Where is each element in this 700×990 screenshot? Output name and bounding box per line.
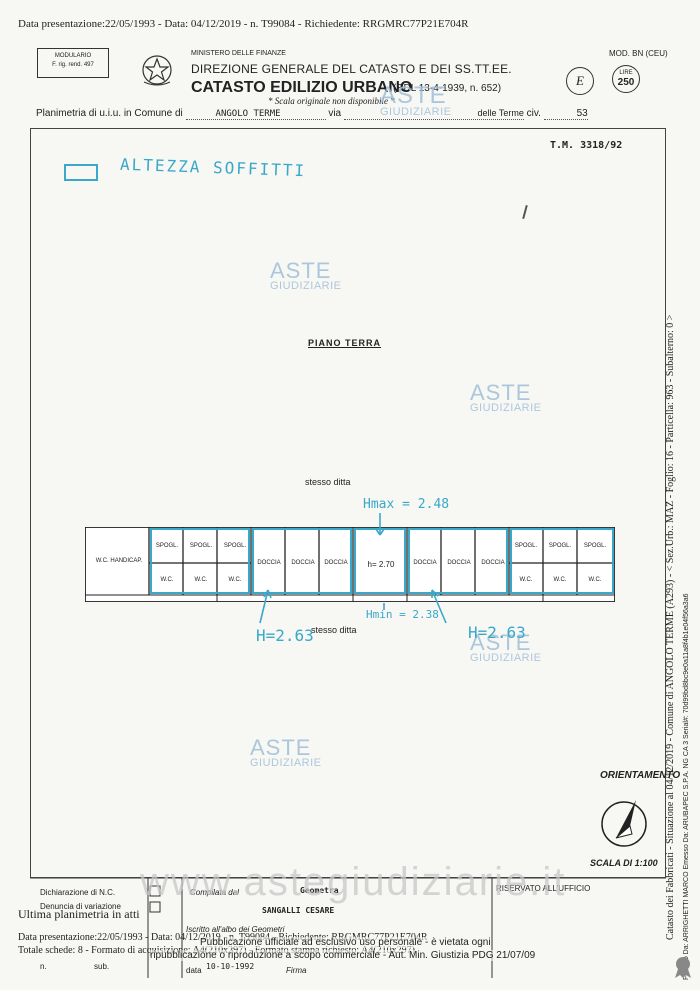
north-arrow-icon [601,800,647,847]
room-center-height: h= 2.70 [367,560,395,569]
dichiarazione-label: Dichiarazione di N.C. [40,888,116,897]
legend-swatch [64,164,98,181]
riservato-label: RISERVATO ALL'UFFICIO [496,884,591,893]
catasto-title: CATASTO EDILIZIO URBANO [191,79,413,96]
presentation-line: Data presentazione:22/05/1993 - Data: 04… [18,18,469,30]
room-wc: W.C. [588,577,602,583]
geometra-label: Geometra [300,886,339,895]
civ-label: civ. [526,108,541,119]
firma-label: Firma [286,966,307,975]
modulario-title: MODULARIO [54,53,92,59]
room-wc: W.C. [553,577,567,583]
ultima-planimetria: Ultima planimetria in atti [18,907,140,921]
room-spogl: SPOGL. [514,543,538,549]
civ-value: 53 [576,108,588,119]
floor-plan [85,527,615,602]
scala-label: SCALA DI 1:100 [590,858,658,868]
compilata-label: Compilata dal [190,888,239,897]
room-doccia: DOCCIA [481,560,505,566]
drawing-frame [30,128,666,878]
room-wc: W.C. [160,577,174,583]
height-right-note: H=2.63 [468,623,526,642]
stesso-ditta-bottom: stesso ditta [311,625,357,635]
room-doccia: DOCCIA [291,560,315,566]
iscritto-label: Iscritto all'albo dei Geometri [186,925,285,934]
room-doccia: DOCCIA [447,560,471,566]
planimetria-row: Planimetria di u.i.u. in Comune di ANGOL… [36,108,666,120]
height-arrows [259,513,447,624]
pubblicazione-line-1: Pubblicazione ufficiale ad esclusivo uso… [200,937,491,948]
stesso-ditta-top: stesso ditta [305,477,351,487]
via-label: via [328,108,342,119]
room-doccia: DOCCIA [413,560,437,566]
modulario-box: MODULARIO F. rig. rend. 497 [37,48,109,78]
hmin-note: Hmin = 2.38 [366,608,439,621]
firmato-side-note: Firmato Da: ARRIGHETTI MARCO Emesso Da: … [683,593,690,981]
modulario-ref: F. rig. rend. 497 [52,62,94,68]
room-doccia: DOCCIA [324,560,348,566]
room-wc-handicap: W.C. HANDICAP. [95,558,143,564]
room-spogl: SPOGL. [583,543,607,549]
room-wc: W.C. [519,577,533,583]
piano-terra-label: PIANO TERRA [308,338,382,348]
data-label: data [186,966,202,975]
republic-emblem-icon [142,55,172,86]
room-spogl: SPOGL. [548,543,572,549]
via-value: delle Terme [477,108,524,118]
pubblicazione-line-2: ripubblicazione o riproduzione a scopo c… [150,950,536,961]
lire-label: LIRE [619,70,633,76]
denuncia-label: Denuncia di variazione [40,902,121,911]
direzione-label: DIREZIONE GENERALE DEL CATASTO E DEI SS.… [191,62,512,76]
n-label: n. [40,962,47,971]
height-left-note: H=2.63 [256,626,314,645]
room-wc: W.C. [194,577,208,583]
room-wc: W.C. [228,577,242,583]
hmax-note: Hmax = 2.48 [363,497,450,512]
ministero-label: MINISTERO DELLE FINANZE [191,50,286,57]
catasto-side-note: Catasto dei Fabbricati - Situazione al 0… [665,314,676,940]
scala-originale-note: * Scala originale non disponibile * [268,96,395,106]
planimetria-prefix: Planimetria di u.i.u. in Comune di [36,108,183,119]
mod-bn-label: MOD. BN (CEU) [609,49,668,58]
orientamento-label: ORIENTAMENTO [600,770,681,781]
room-spogl: SPOGL. [223,543,247,549]
seal-icon [675,957,691,978]
room-doccia: DOCCIA [257,560,281,566]
room-spogl: SPOGL. [189,543,213,549]
tm-protocol: T.M. 3318/92 [550,140,623,151]
room-spogl: SPOGL. [155,543,179,549]
lire-stamp: LIRE 250 [612,65,640,93]
footer-table-lines [30,878,666,978]
lire-value: 250 [617,77,635,88]
site-watermark: www.astegiudiziarie.it [140,860,567,904]
compiler-name: SANGALLI CESARE [262,906,335,915]
rdl-label: (RDL 13-4-1939, n. 652) [393,83,502,94]
e-circle-mark: E [566,67,594,95]
sub-label: sub. [94,962,110,971]
comune-value: ANGOLO TERME [215,109,281,119]
data-value: 10-10-1992 [206,962,255,971]
